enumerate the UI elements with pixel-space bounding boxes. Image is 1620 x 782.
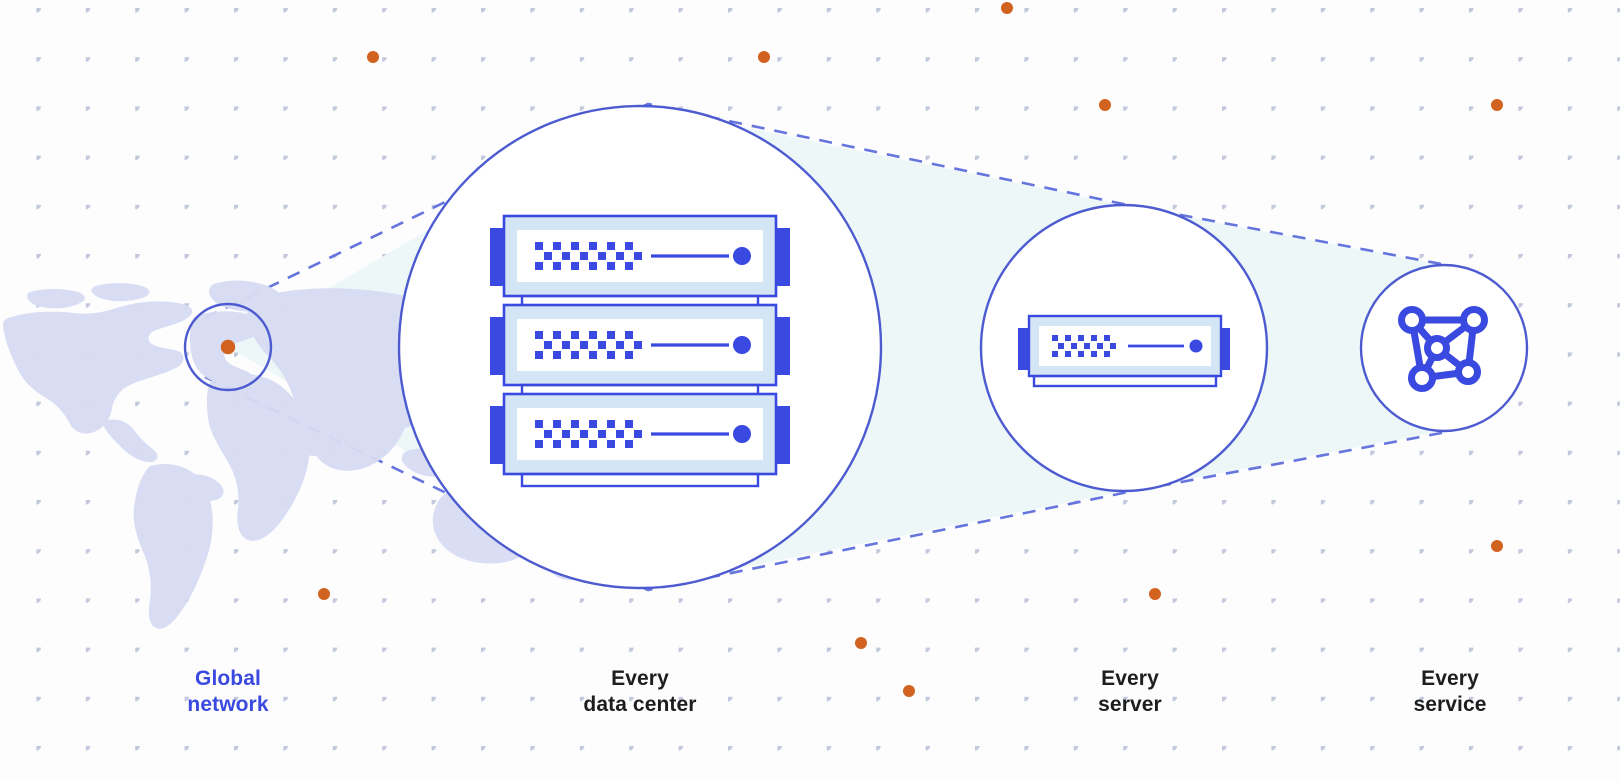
rack-unit-2: [490, 303, 790, 399]
rack-unit-3: [490, 392, 790, 488]
connector-dashed-lines: [204, 102, 1453, 592]
stage-label-service: Every service: [1413, 667, 1487, 716]
network-graph-icon: [1398, 306, 1488, 392]
stage-label-global-network: Global network: [187, 667, 269, 716]
single-server-icon: [1018, 314, 1230, 388]
stage-label-data-center: Every data center: [583, 667, 697, 716]
stage-label-server: Every server: [1098, 667, 1162, 716]
accent-dots: [318, 2, 1503, 697]
stage-circle-global-network[interactable]: [183, 302, 273, 392]
rack-unit-1: [490, 214, 790, 310]
europe-marker-dot: [220, 339, 236, 355]
server-rack-icon: [490, 214, 790, 488]
